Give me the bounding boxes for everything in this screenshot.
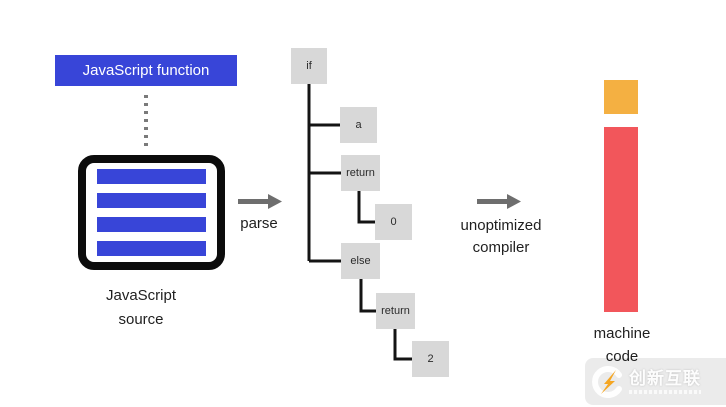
code-line-bar: [97, 217, 206, 232]
source-label-line2: source: [118, 311, 164, 328]
watermark: 创新互联: [585, 358, 726, 405]
compiler-step-label: unoptimized compiler: [441, 215, 561, 259]
parse-step-label: parse: [240, 215, 278, 232]
machine-code-unoptimized-block: [604, 127, 638, 312]
ast-node-two: 2: [412, 341, 449, 377]
javascript-function-box: JavaScript function: [55, 55, 237, 86]
machine-label-line2: code: [605, 348, 639, 365]
ast-node-a: a: [340, 107, 377, 143]
javascript-source-label: JavaScript source: [78, 284, 204, 332]
compiler-label-line1: unoptimized: [460, 217, 542, 234]
ast-node-return: return: [341, 155, 380, 191]
machine-label-line1: machine: [593, 325, 651, 342]
right-arrow-icon: [477, 194, 521, 209]
source-label-line1: JavaScript: [105, 287, 177, 304]
code-line-bar: [97, 169, 206, 184]
machine-code-optimized-block: [604, 80, 638, 114]
watermark-brand-text: 创新互联: [629, 369, 701, 388]
ast-node-zero: 0: [375, 204, 412, 240]
code-line-bar: [97, 241, 206, 256]
code-line-bar: [97, 193, 206, 208]
ast-node-else: else: [341, 243, 380, 279]
javascript-source-icon: [78, 155, 225, 270]
watermark-subtext: [629, 390, 701, 394]
cx-bolt-logo-icon: [592, 365, 622, 398]
dotted-connector: [144, 95, 148, 149]
compiler-label-line2: compiler: [472, 239, 530, 256]
right-arrow-icon: [238, 194, 282, 209]
ast-node-return2: return: [376, 293, 415, 329]
ast-node-if: if: [291, 48, 327, 84]
machine-code-label: machine code: [570, 322, 674, 368]
watermark-text-wrap: 创新互联: [629, 369, 701, 394]
